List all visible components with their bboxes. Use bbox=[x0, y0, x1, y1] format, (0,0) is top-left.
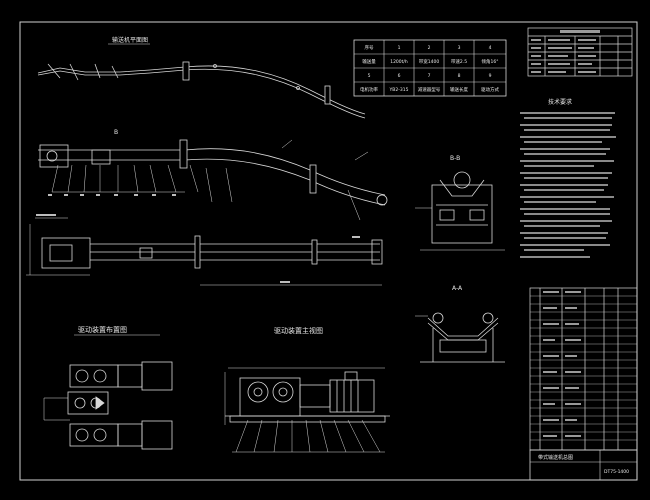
param-cell-1-2: 带宽1400 bbox=[419, 58, 440, 65]
conveyor-plan-view: 输送机平面图 bbox=[37, 36, 366, 119]
param-cell-3-1: YB2-315 bbox=[389, 87, 409, 93]
param-cell-2-0: 5 bbox=[368, 73, 371, 79]
drive-main-title: 驱动装置主视图 bbox=[274, 326, 323, 335]
param-cell-2-4: 9 bbox=[489, 73, 492, 79]
parameter-table: 序号 1 2 3 4 输送量 1200t/h 带宽1400 带速2.5 倾角16… bbox=[353, 39, 507, 97]
param-cell-0-0: 序号 bbox=[365, 44, 374, 51]
conveyor-elevation-view: B bbox=[38, 129, 388, 221]
drive-arrangement-view: 驱动装置布置图 bbox=[43, 325, 173, 450]
technical-requirements: 技术要求 bbox=[520, 98, 616, 258]
param-cell-3-3: 输送长度 bbox=[450, 86, 468, 93]
param-cell-1-4: 倾角16° bbox=[482, 58, 499, 65]
conveyor-side-view bbox=[26, 214, 383, 286]
param-cell-0-2: 2 bbox=[428, 45, 431, 51]
top-right-table bbox=[527, 27, 633, 77]
param-cell-0-4: 4 bbox=[489, 45, 492, 51]
param-cell-1-0: 输送量 bbox=[362, 58, 376, 65]
section-bb-label: B-B bbox=[450, 155, 460, 162]
section-aa-label: A-A bbox=[452, 285, 463, 292]
title-block-title: 带式输送机总图 bbox=[538, 454, 573, 461]
drawing-border bbox=[19, 21, 638, 481]
param-cell-0-1: 1 bbox=[398, 45, 401, 51]
param-cell-3-2: 减速器型号 bbox=[418, 86, 441, 93]
drive-main-view: 驱动装置主视图 bbox=[224, 326, 390, 453]
drive-arrangement-title: 驱动装置布置图 bbox=[78, 325, 127, 334]
tech-req-title: 技术要求 bbox=[548, 98, 572, 106]
tech-req-text-lines bbox=[520, 112, 616, 258]
param-cell-3-4: 驱动方式 bbox=[481, 86, 499, 93]
title-block-drawing-no: DT75-1400 bbox=[604, 469, 629, 475]
section-aa-view: A-A bbox=[415, 285, 505, 363]
param-cell-1-3: 带速2.5 bbox=[451, 59, 467, 65]
param-cell-1-1: 1200t/h bbox=[390, 59, 408, 65]
param-cell-0-3: 3 bbox=[458, 45, 461, 51]
title-block: 带式输送机总图 DT75-1400 bbox=[529, 449, 638, 481]
param-cell-2-1: 6 bbox=[398, 73, 401, 79]
parts-list-table bbox=[529, 287, 638, 451]
param-cell-3-0: 电机功率 bbox=[360, 86, 378, 93]
section-bb-view: B-B bbox=[415, 155, 505, 251]
param-cell-2-3: 8 bbox=[458, 73, 461, 79]
param-cell-2-2: 7 bbox=[428, 73, 431, 79]
section-b-label: B bbox=[114, 129, 118, 136]
plan-view-title: 输送机平面图 bbox=[112, 36, 148, 44]
